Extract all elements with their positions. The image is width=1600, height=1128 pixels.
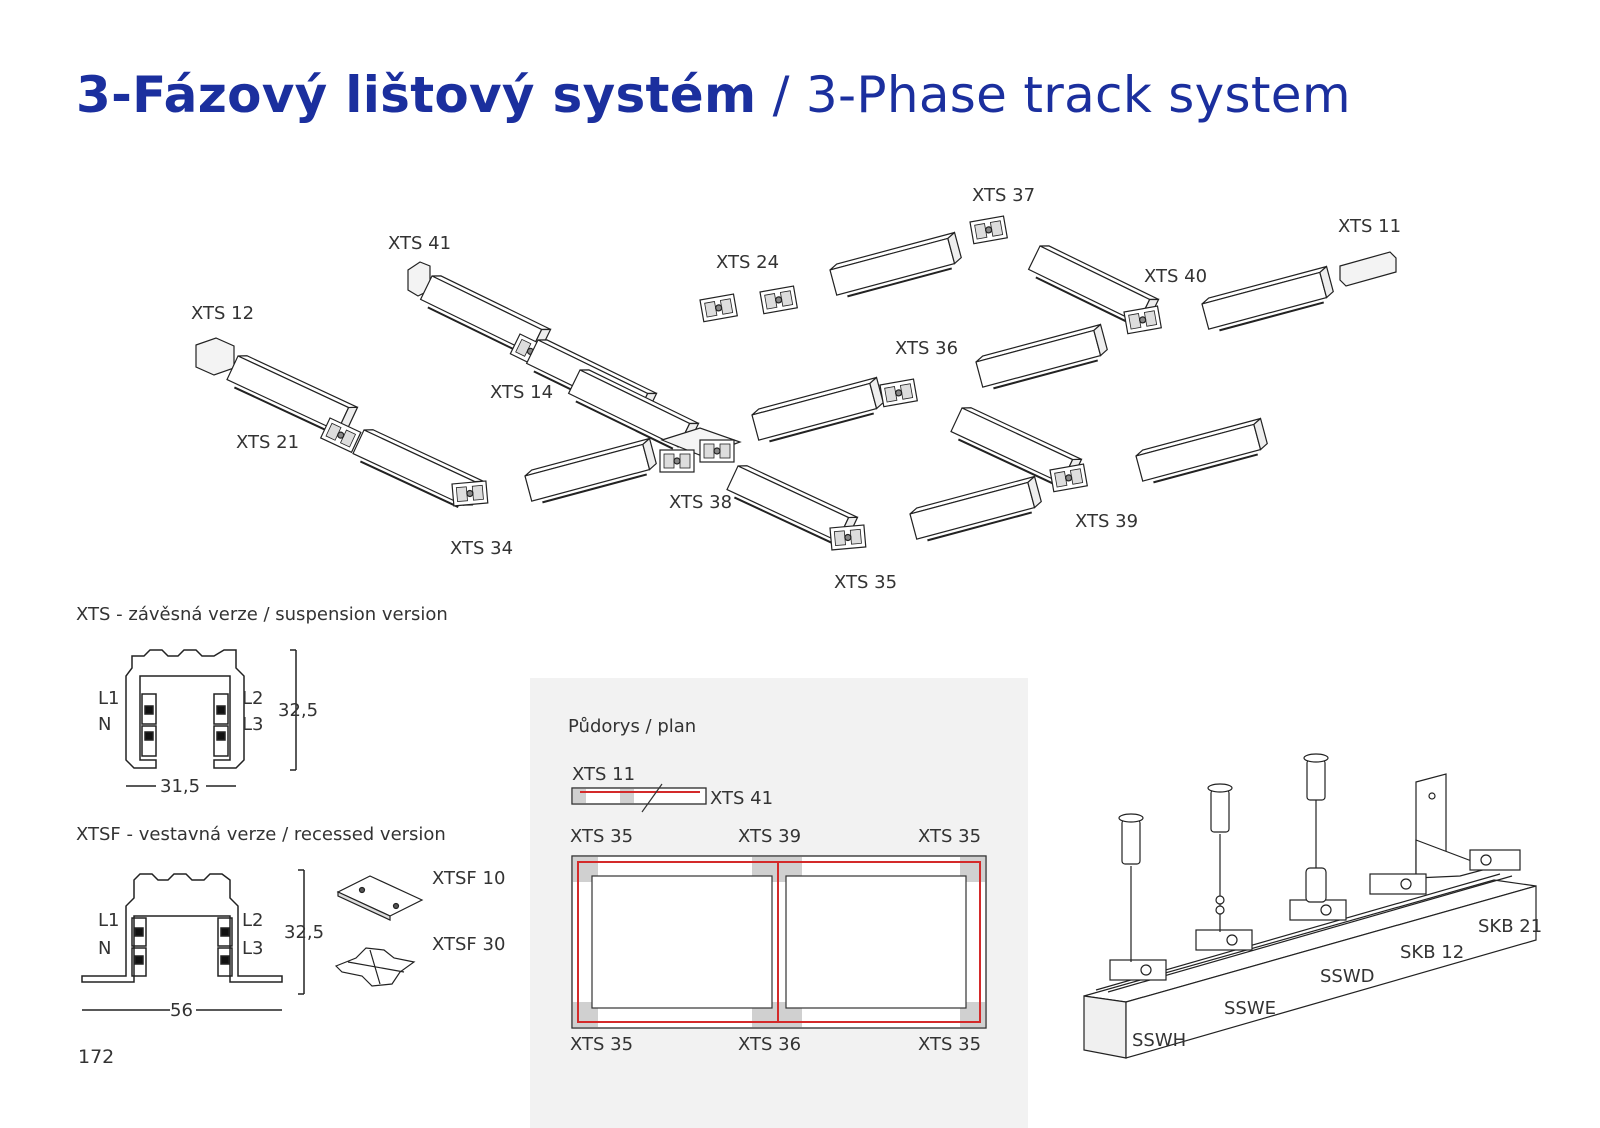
- plan-label-bot-left: XTS 35: [570, 1034, 634, 1055]
- plan-label-xts11: XTS 11: [572, 764, 636, 785]
- recessed-l3: L3: [242, 938, 264, 959]
- track-center-lower: [724, 461, 1045, 551]
- title-english: 3-Phase track system: [805, 66, 1351, 124]
- title-separator: /: [756, 66, 806, 124]
- label-xts24: XTS 24: [716, 252, 780, 273]
- track-left-arm: [195, 337, 660, 514]
- label-sswd: SSWD: [1320, 966, 1375, 987]
- plan-label-bot-mid: XTS 36: [738, 1034, 802, 1055]
- label-xtsf10: XTSF 10: [432, 868, 506, 889]
- label-xts36: XTS 36: [895, 338, 959, 359]
- plan-label-xts41: XTS 41: [710, 788, 774, 809]
- suspension-n: N: [98, 714, 112, 735]
- label-xts39: XTS 39: [1075, 511, 1139, 532]
- plan-diagram: [571, 783, 987, 1029]
- label-xts34: XTS 34: [450, 538, 514, 559]
- label-sswe: SSWE: [1224, 998, 1277, 1019]
- recessed-profile: [81, 869, 305, 1011]
- suspension-caption: XTS - závěsná verze / suspension version: [76, 604, 448, 625]
- accessory-assembly: [1083, 753, 1537, 1059]
- label-xts41: XTS 41: [388, 233, 452, 254]
- plan-label-top-left: XTS 35: [570, 826, 634, 847]
- track-upper-left-arm: [407, 261, 700, 455]
- track-right-middle: [948, 403, 1271, 493]
- plan-label-top-right: XTS 35: [918, 826, 982, 847]
- suspension-l1: L1: [98, 688, 120, 709]
- label-xts35: XTS 35: [834, 572, 898, 593]
- plan-label-top-mid: XTS 39: [738, 826, 802, 847]
- label-xts11: XTS 11: [1338, 216, 1402, 237]
- title-czech: 3-Fázový lištový systém: [76, 66, 757, 124]
- page-title: 3-Fázový lištový systém / 3-Phase track …: [76, 66, 1351, 124]
- plan-label-bot-right: XTS 35: [918, 1034, 982, 1055]
- label-skb21: SKB 21: [1478, 916, 1543, 937]
- xtsf-connectors: [334, 875, 424, 987]
- suspension-profile: [125, 649, 297, 787]
- label-xts37: XTS 37: [972, 185, 1036, 206]
- label-sswh: SSWH: [1132, 1030, 1187, 1051]
- label-xts21: XTS 21: [236, 432, 300, 453]
- suspension-height: 32,5: [278, 700, 319, 721]
- junction-xts38: [659, 427, 742, 473]
- suspension-l2: L2: [242, 688, 264, 709]
- recessed-n: N: [98, 938, 112, 959]
- label-xts14: XTS 14: [490, 382, 554, 403]
- label-skb12: SKB 12: [1400, 942, 1465, 963]
- recessed-width: 56: [170, 1000, 193, 1021]
- label-xts38: XTS 38: [669, 492, 733, 513]
- label-xts40: XTS 40: [1144, 266, 1208, 287]
- page-number: 172: [78, 1046, 115, 1068]
- label-xts12: XTS 12: [191, 303, 255, 324]
- plan-caption: Půdorys / plan: [568, 716, 697, 737]
- track-top-right: [699, 215, 1397, 335]
- recessed-height: 32,5: [284, 922, 325, 943]
- suspension-l3: L3: [242, 714, 264, 735]
- recessed-l1: L1: [98, 910, 120, 931]
- label-xtsf30: XTSF 30: [432, 934, 506, 955]
- recessed-caption: XTSF - vestavná verze / recessed version: [76, 824, 446, 845]
- recessed-l2: L2: [242, 910, 264, 931]
- suspension-width: 31,5: [160, 776, 201, 797]
